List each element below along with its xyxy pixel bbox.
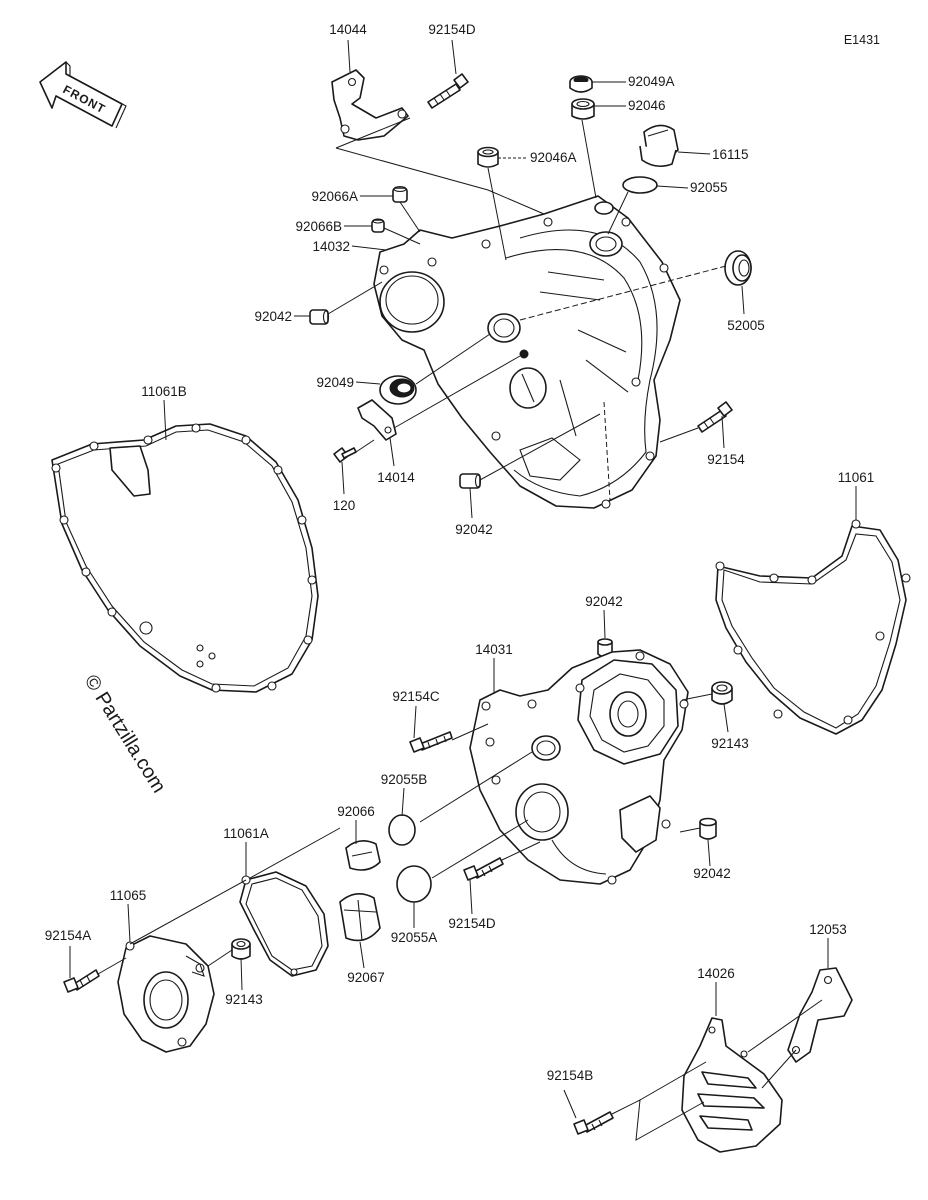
cover-11065[interactable] (117, 935, 215, 1053)
plug-92066[interactable] (345, 840, 381, 871)
bearing-92046A[interactable] (477, 146, 499, 168)
bolt-92154D-bottom[interactable] (463, 857, 504, 881)
bushing-92143-right[interactable] (711, 681, 733, 705)
dowel-92042-lower[interactable] (699, 817, 717, 840)
label-92154C[interactable]: 92154C (392, 689, 440, 704)
bracket-12053[interactable] (787, 967, 853, 1063)
bolt-92154C[interactable] (409, 731, 453, 753)
dowel-92066A[interactable] (392, 185, 408, 203)
label-92055[interactable]: 92055 (690, 180, 728, 195)
front-arrow-icon: FRONT (39, 61, 127, 129)
label-12053[interactable]: 12053 (809, 922, 847, 937)
clutch-cover-14032[interactable] (373, 195, 681, 509)
label-11065[interactable]: 11065 (110, 888, 147, 903)
bolt-92154B[interactable] (573, 1111, 614, 1135)
bearing-92046[interactable] (571, 98, 595, 120)
gasket-11061A[interactable] (239, 871, 329, 977)
label-92154D-top[interactable]: 92154D (428, 22, 476, 37)
part-labels: 14044 92154D 92049A 92046 92046A 16115 9… (45, 22, 875, 1083)
label-11061[interactable]: 11061 (838, 470, 875, 485)
label-14014[interactable]: 14014 (377, 470, 415, 485)
dowel-92066B[interactable] (371, 218, 385, 233)
bolt-92154-right[interactable] (697, 401, 733, 433)
label-92154A[interactable]: 92154A (45, 928, 92, 943)
o-ring-92055A[interactable] (396, 865, 432, 903)
label-92049A[interactable]: 92049A (628, 74, 675, 89)
bolt-92154A[interactable] (63, 969, 100, 993)
label-92042-mid[interactable]: 92042 (455, 522, 493, 537)
plug-16115[interactable] (639, 124, 679, 168)
gasket-11061B[interactable] (51, 423, 319, 693)
label-92067[interactable]: 92067 (347, 970, 385, 985)
label-92055B[interactable]: 92055B (381, 772, 428, 787)
label-92154B[interactable]: 92154B (547, 1068, 594, 1083)
label-92154D-bottom[interactable]: 92154D (448, 916, 496, 931)
dowel-92042-mid[interactable] (459, 473, 482, 489)
seal-52005[interactable] (724, 250, 752, 286)
seal-92049A[interactable] (569, 75, 593, 93)
plug-92067[interactable] (339, 893, 381, 942)
partzilla-watermark: © Partzilla.com (80, 671, 170, 797)
diagram-code: E1431 (844, 33, 880, 47)
o-ring-92055[interactable] (622, 176, 658, 194)
label-16115[interactable]: 16115 (712, 147, 749, 162)
label-92042-lower[interactable]: 92042 (693, 866, 731, 881)
bolt-92154D-top[interactable] (427, 73, 469, 109)
bushing-92143-left[interactable] (231, 938, 251, 960)
label-11061A[interactable]: 11061A (223, 826, 269, 841)
o-ring-92055B[interactable] (388, 814, 416, 846)
label-92046[interactable]: 92046 (628, 98, 666, 113)
label-14044[interactable]: 14044 (329, 22, 367, 37)
assembly-lines (97, 117, 823, 1141)
label-92143-right[interactable]: 92143 (711, 736, 749, 751)
label-14032[interactable]: 14032 (312, 239, 350, 254)
label-11061B[interactable]: 11061B (141, 384, 187, 399)
label-120[interactable]: 120 (333, 498, 356, 513)
label-92042-left[interactable]: 92042 (254, 309, 292, 324)
gasket-11061[interactable] (715, 519, 911, 735)
label-14031[interactable]: 14031 (475, 642, 513, 657)
dowel-92042-left[interactable] (309, 309, 330, 325)
label-92046A[interactable]: 92046A (530, 150, 577, 165)
generator-cover-14031[interactable] (469, 649, 689, 885)
label-92042-center[interactable]: 92042 (585, 594, 623, 609)
label-92154[interactable]: 92154 (707, 452, 745, 467)
label-92066A[interactable]: 92066A (311, 189, 358, 204)
label-92066[interactable]: 92066 (337, 804, 375, 819)
label-92143-left[interactable]: 92143 (225, 992, 263, 1007)
label-14026[interactable]: 14026 (697, 966, 735, 981)
leader-lines (69, 39, 857, 1119)
label-92055A[interactable]: 92055A (391, 930, 438, 945)
bracket-14044[interactable] (331, 69, 409, 141)
guard-14026[interactable] (681, 1017, 783, 1153)
plate-14014[interactable] (357, 399, 397, 441)
label-52005[interactable]: 52005 (727, 318, 765, 333)
bolt-120[interactable] (333, 447, 357, 463)
seal-92049[interactable] (379, 375, 417, 405)
label-92049[interactable]: 92049 (316, 375, 354, 390)
label-92066B[interactable]: 92066B (295, 219, 342, 234)
